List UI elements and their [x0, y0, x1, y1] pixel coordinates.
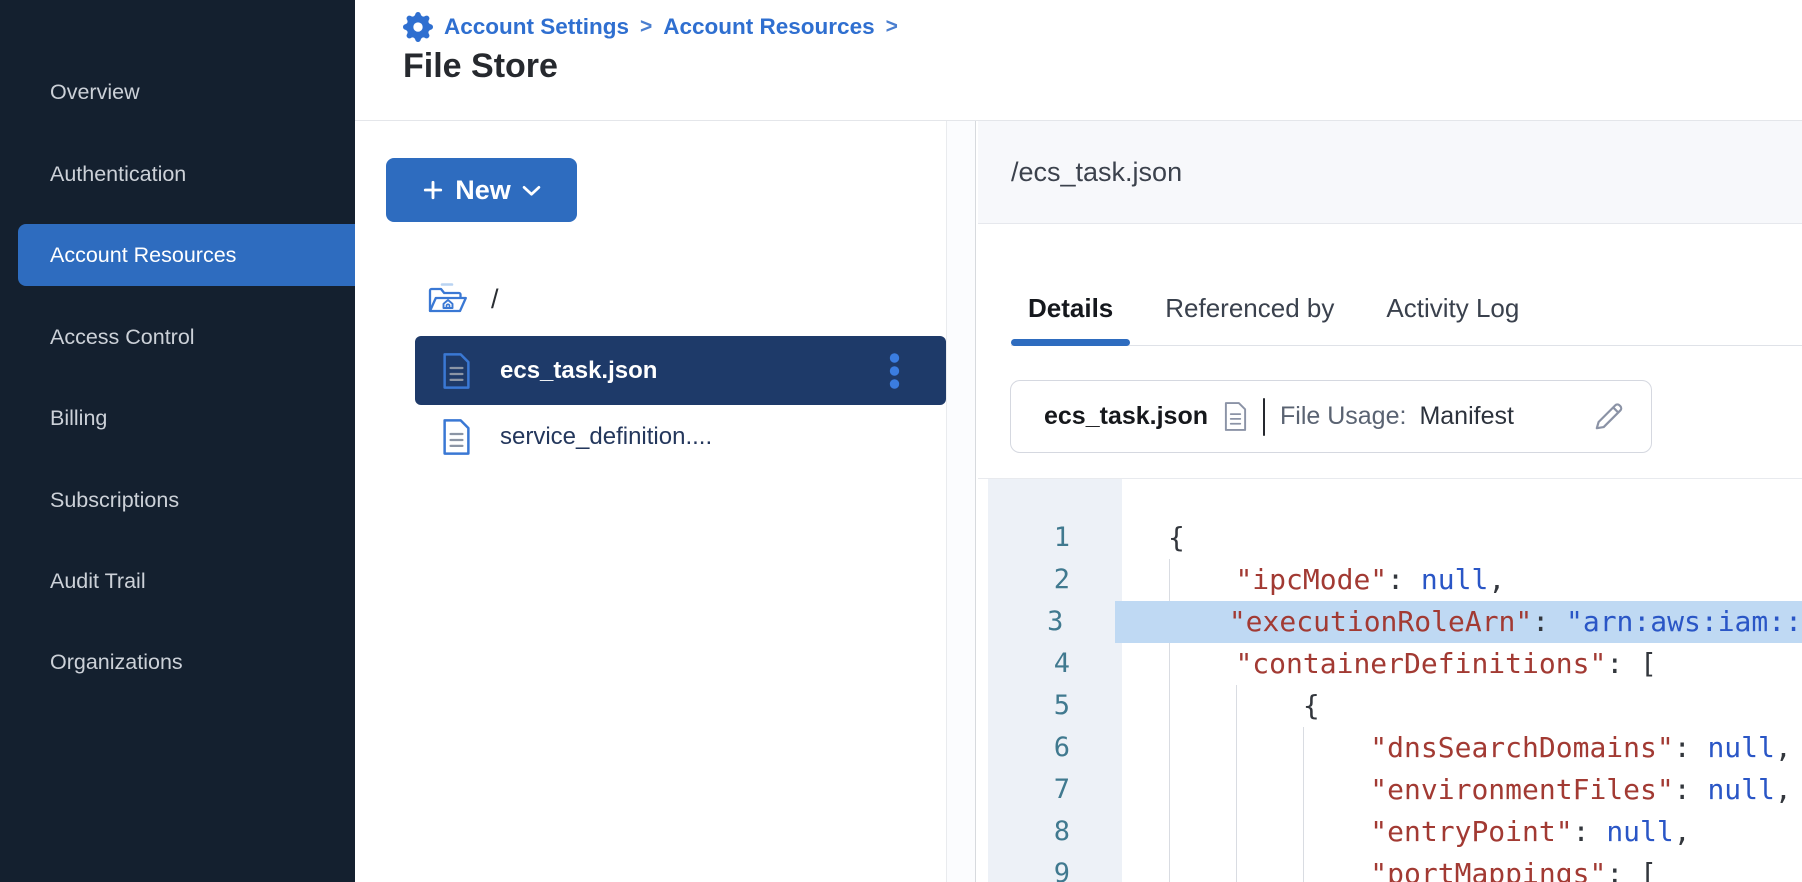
line-number: 3	[1047, 606, 1064, 637]
code-editor[interactable]: 1 { 2 "ipcMode": null, 3 "executionRoleA…	[978, 478, 1802, 882]
code-line: 2 "ipcMode": null,	[978, 559, 1802, 601]
breadcrumb-separator: >	[640, 15, 653, 38]
code-line: 5 {	[978, 685, 1802, 727]
sidebar-item[interactable]: Overview	[0, 74, 355, 110]
tab-label: Details	[1028, 292, 1114, 323]
root-folder-label: /	[491, 283, 499, 314]
line-number: 1	[1053, 522, 1070, 553]
details-tabs: Details Referenced by Activity Log	[1011, 271, 1802, 346]
sidebar-item[interactable]: Authentication	[0, 156, 355, 192]
file-details-panel: /ecs_task.json Details Referenced by Act…	[978, 121, 1802, 882]
plus-icon	[422, 179, 444, 201]
sidebar-item-label: Subscriptions	[50, 488, 180, 512]
code-text: "environmentFiles": null,	[1370, 773, 1792, 806]
code-text: "portMappings": [	[1370, 857, 1657, 882]
indent-guide	[1303, 727, 1304, 882]
sidebar-item[interactable]: Account Resources	[18, 224, 355, 286]
sidebar-item-label: Authentication	[50, 162, 187, 186]
file-row[interactable]: service_definition....	[415, 405, 946, 469]
line-number-gutter	[988, 479, 1122, 882]
file-row[interactable]: ecs_task.json	[415, 336, 946, 405]
sidebar-item-label: Overview	[50, 80, 140, 104]
breadcrumb: Account Settings > Account Resources >	[403, 9, 898, 45]
file-name: service_definition....	[500, 423, 713, 450]
breadcrumb-link-account-settings[interactable]: Account Settings	[444, 14, 630, 39]
document-icon	[1223, 401, 1248, 432]
new-file-button[interactable]: New	[386, 158, 577, 222]
sidebar-item[interactable]: Subscriptions	[0, 482, 355, 518]
file-name: ecs_task.json	[500, 356, 658, 384]
file-icon	[441, 352, 472, 390]
chevron-down-icon	[522, 184, 541, 197]
code-line: 7 "environmentFiles": null,	[978, 769, 1802, 811]
code-text: "ipcMode": null,	[1235, 563, 1506, 596]
kebab-menu-icon[interactable]	[889, 352, 900, 389]
line-number: 4	[1053, 648, 1070, 679]
tab-label: Activity Log	[1386, 292, 1520, 323]
sidebar-item-label: Audit Trail	[50, 569, 146, 593]
sidebar-item-label: Billing	[50, 406, 108, 430]
file-list: ecs_task.json	[415, 336, 946, 469]
code-line: 3 "executionRoleArn": "arn:aws:iam::	[978, 601, 1802, 643]
settings-sidebar: Overview Authentication Account Resource…	[0, 0, 355, 882]
code-line: 9 "portMappings": [	[978, 853, 1802, 882]
file-icon	[441, 418, 472, 456]
sidebar-item[interactable]: Billing	[0, 400, 355, 436]
code-line: 8 "entryPoint": null,	[978, 811, 1802, 853]
code-line: 6 "dnsSearchDomains": null,	[978, 727, 1802, 769]
new-button-label: New	[455, 174, 511, 205]
line-number: 5	[1053, 690, 1070, 721]
sidebar-item[interactable]: Access Control	[0, 319, 355, 355]
file-info-name: ecs_task.json	[1044, 402, 1208, 430]
indent-guide	[1169, 559, 1170, 882]
code-text: {	[1302, 689, 1320, 722]
sidebar-item-label: Account Resources	[50, 243, 237, 267]
indent-guide	[1236, 685, 1237, 882]
tab[interactable]: Activity Log	[1369, 271, 1536, 345]
line-number: 2	[1053, 564, 1070, 595]
file-path-header: /ecs_task.json	[978, 121, 1802, 224]
line-number: 8	[1053, 816, 1070, 847]
home-folder-icon	[427, 281, 469, 317]
line-number: 6	[1053, 732, 1070, 763]
code-text: "containerDefinitions": [	[1235, 647, 1657, 680]
file-usage-label: File Usage:	[1280, 402, 1407, 430]
file-usage-value: Manifest	[1419, 402, 1514, 430]
code-text: "executionRoleArn": "arn:aws:iam::	[1115, 601, 1802, 643]
page-title: File Store	[403, 47, 558, 85]
sidebar-item[interactable]: Audit Trail	[0, 563, 355, 599]
tab-label: Referenced by	[1165, 292, 1335, 323]
code-text: {	[1168, 521, 1185, 554]
file-info-box: ecs_task.json File Usage: Manifest	[1010, 380, 1652, 453]
code-lines: 1 { 2 "ipcMode": null, 3 "executionRoleA…	[978, 517, 1802, 882]
page-header: Account Settings > Account Resources > F…	[355, 0, 1802, 121]
gear-icon	[403, 12, 433, 42]
edit-pencil-icon[interactable]	[1592, 400, 1625, 433]
sidebar-item-label: Access Control	[50, 325, 195, 349]
vertical-divider	[1263, 397, 1265, 436]
line-number: 9	[1053, 858, 1070, 882]
code-text: "entryPoint": null,	[1370, 815, 1691, 848]
code-text: "dnsSearchDomains": null,	[1370, 731, 1792, 764]
root-folder-row[interactable]: /	[427, 281, 499, 317]
sidebar-item-label: Organizations	[50, 650, 183, 674]
file-tree-panel: New /	[355, 121, 946, 882]
tab[interactable]: Details	[1011, 271, 1131, 346]
breadcrumb-separator: >	[885, 15, 898, 38]
code-line: 1 {	[978, 517, 1802, 559]
panel-divider	[946, 121, 976, 882]
code-line: 4 "containerDefinitions": [	[978, 643, 1802, 685]
sidebar-item[interactable]: Organizations	[0, 644, 355, 680]
tab[interactable]: Referenced by	[1148, 271, 1351, 345]
breadcrumb-link-account-resources[interactable]: Account Resources	[663, 14, 875, 39]
line-number: 7	[1053, 774, 1070, 805]
